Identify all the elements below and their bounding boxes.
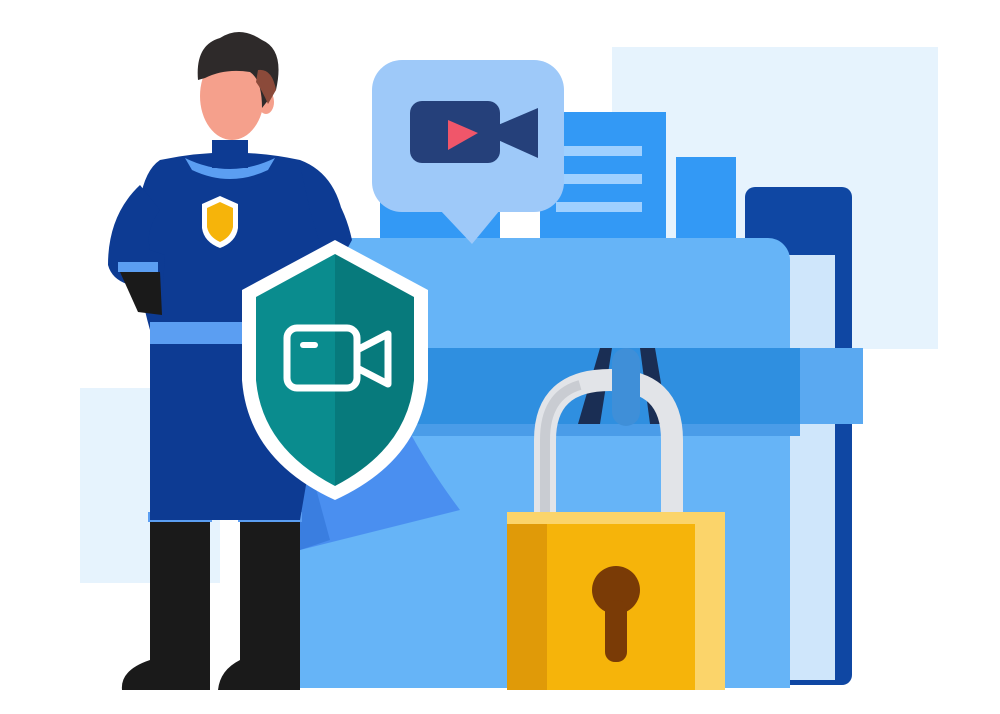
padlock-body-shadow	[507, 512, 547, 690]
hair	[197, 31, 279, 108]
shield-right-half	[335, 254, 414, 486]
keyhole-icon	[592, 566, 640, 662]
padlock-body-top	[507, 512, 725, 524]
video-camera-icon	[283, 324, 392, 392]
cuff-left	[118, 262, 158, 272]
padlock-body-highlight	[695, 512, 725, 690]
video-chat-bubble	[372, 60, 564, 244]
security-shield	[242, 240, 428, 500]
chest-emblem-shield-icon	[202, 196, 238, 248]
leg-left	[150, 510, 210, 640]
document-line-1	[556, 146, 642, 156]
chat-bubble-tail	[440, 210, 500, 244]
video-camera-icon	[410, 101, 538, 163]
glove-left	[120, 272, 162, 315]
document-light-strip	[785, 255, 835, 680]
shield-left-half	[256, 254, 335, 486]
face	[200, 52, 264, 140]
neck	[212, 140, 248, 168]
collar	[185, 158, 275, 179]
boot-left	[121, 620, 210, 690]
play-icon	[448, 120, 478, 150]
padlock-shackle-shade	[540, 380, 582, 520]
folder-strap-end	[800, 348, 863, 424]
padlock	[507, 348, 725, 690]
boot-right	[218, 620, 300, 690]
hair-side	[256, 69, 276, 104]
padlock-shackle-ring	[612, 348, 640, 426]
document-line-3	[556, 202, 642, 212]
leg-right	[240, 510, 300, 640]
document-line-2	[556, 174, 642, 184]
